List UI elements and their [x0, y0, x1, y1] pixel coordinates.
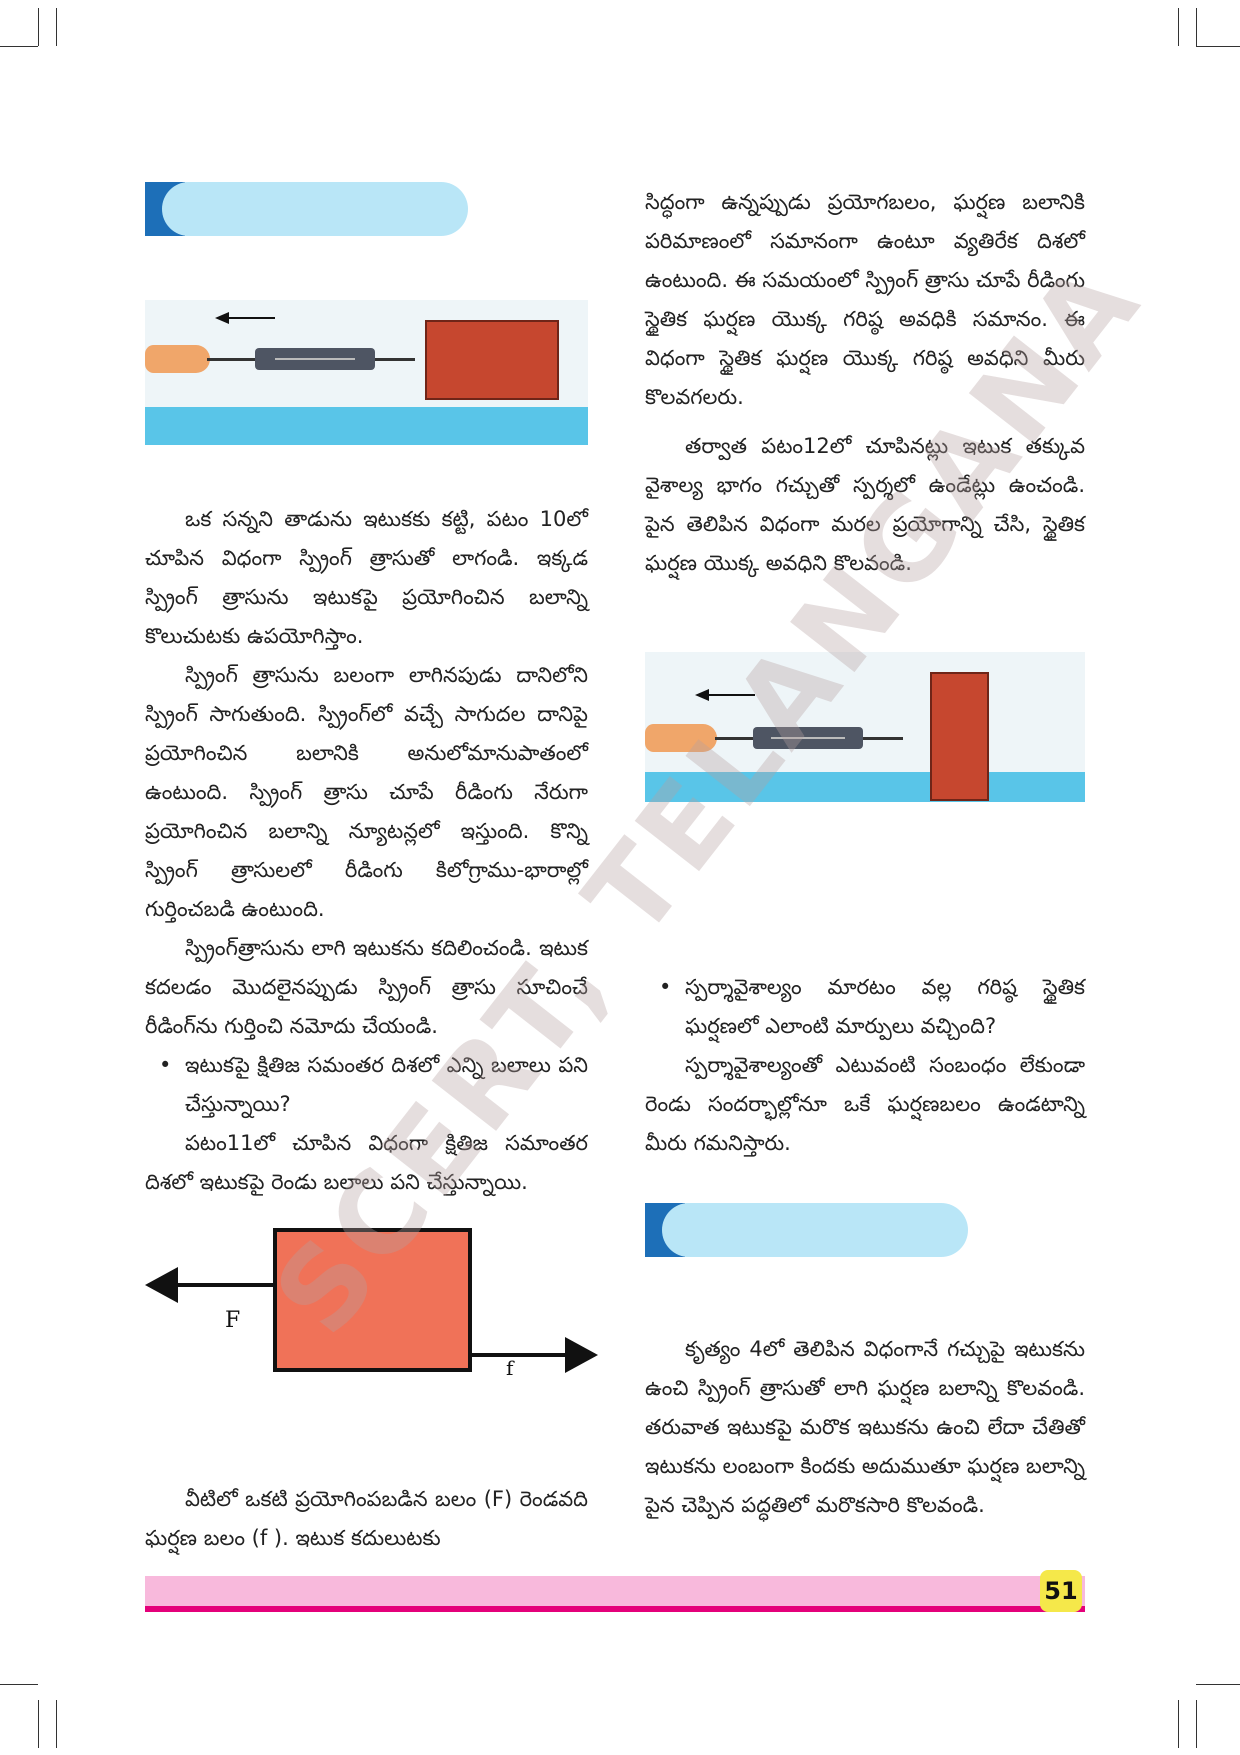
crop-mark	[1196, 1700, 1197, 1748]
applied-force-label: F	[225, 1308, 240, 1333]
paragraph: తర్వాత పటం12లో చూపినట్లు ఇటుక తక్కువ వైశ…	[645, 434, 1085, 575]
footer-line	[145, 1606, 1085, 1612]
right-column-middle-text: స్పర్శావైశాల్యం మారటం వల్ల గరిష్ఠ స్థైతి…	[645, 968, 1085, 1163]
paragraph: సిద్ధంగా ఉన్నప్పుడు ప్రయోగబలం, ఘర్షణ బలా…	[645, 190, 1085, 409]
section-heading-bar	[160, 182, 468, 236]
paragraph: స్ప్రింగ్‌త్రాసును లాగి ఇటుకను కదిలించండ…	[145, 936, 588, 1038]
arrow-head	[215, 312, 229, 324]
scale-markings	[771, 737, 845, 739]
bullet-question: ఇటుకపై క్షితిజ సమంతర దిశలో ఎన్ని బలాలు ప…	[145, 1046, 588, 1124]
section-heading-bar-inner	[162, 182, 202, 236]
right-column-bottom-text: కృత్యం 4లో తెలిపిన విధంగానే గచ్చుపై ఇటుక…	[645, 1330, 1085, 1525]
figure-12-image	[645, 652, 1085, 802]
paragraph: కృత్యం 4లో తెలిపిన విధంగానే గచ్చుపై ఇటుక…	[645, 1337, 1085, 1517]
brick-image	[930, 672, 989, 801]
hand-image	[145, 345, 210, 373]
crop-mark	[1178, 8, 1179, 46]
applied-force-arrow-head	[145, 1267, 178, 1303]
crop-mark	[1196, 46, 1240, 47]
rope	[715, 737, 755, 740]
hand-image	[645, 724, 717, 752]
friction-force-label: f	[506, 1356, 515, 1380]
spring-balance	[753, 727, 863, 749]
paragraph: స్ప్రింగ్ త్రాసును బలంగా లాగినపుడు దానిల…	[145, 663, 588, 921]
paragraph: ఒక సన్నని తాడును ఇటుకకు కట్టి, పటం 10లో …	[145, 507, 588, 648]
scale-markings	[275, 358, 355, 360]
crop-mark	[56, 1700, 57, 1748]
floor-surface	[645, 772, 1085, 802]
crop-mark	[38, 8, 39, 46]
arrow-head	[695, 689, 709, 701]
footer-bar	[145, 1576, 1085, 1606]
brick-image	[425, 320, 559, 400]
paragraph: స్పర్శావైశాల్యంతో ఎటువంటి సంబంధం లేకుండా…	[645, 1053, 1085, 1155]
paragraph: వీటిలో ఒకటి ప్రయోగింపబడిన బలం (F) రెండవద…	[145, 1487, 588, 1550]
pull-direction-arrow	[225, 317, 275, 319]
paragraph: పటం11లో చూపిన విధంగా క్షితిజ సమాంతర దిశల…	[145, 1131, 588, 1194]
brick-block	[273, 1228, 472, 1372]
crop-mark	[1178, 1700, 1179, 1748]
crop-mark	[0, 46, 38, 47]
right-column-text: సిద్ధంగా ఉన్నప్పుడు ప్రయోగబలం, ఘర్షణ బలా…	[645, 183, 1085, 583]
floor-surface	[145, 407, 588, 445]
crop-mark	[1196, 1684, 1240, 1685]
crop-mark	[56, 8, 57, 46]
crop-mark	[1196, 8, 1197, 46]
section-heading-bar-inner	[662, 1203, 702, 1257]
spring-balance	[255, 348, 375, 370]
left-column-text: ఒక సన్నని తాడును ఇటుకకు కట్టి, పటం 10లో …	[145, 500, 588, 1202]
rope	[207, 358, 257, 361]
section-heading-bar	[660, 1203, 968, 1257]
figure-10-image	[145, 300, 588, 445]
crop-mark	[0, 1684, 38, 1685]
rope	[863, 737, 903, 740]
left-column-bottom-text: వీటిలో ఒకటి ప్రయోగింపబడిన బలం (F) రెండవద…	[145, 1480, 588, 1558]
crop-mark	[38, 1700, 39, 1748]
figure-11-force-diagram: F f	[145, 1228, 598, 1380]
bullet-question: స్పర్శావైశాల్యం మారటం వల్ల గరిష్ఠ స్థైతి…	[645, 968, 1085, 1046]
pull-direction-arrow	[705, 694, 755, 696]
friction-force-arrow-head	[565, 1337, 598, 1373]
rope	[375, 358, 415, 361]
page-number: 51	[1040, 1570, 1082, 1612]
